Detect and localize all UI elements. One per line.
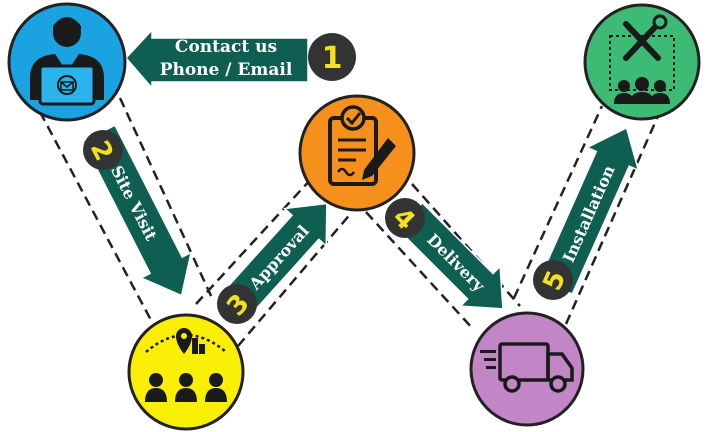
step-4-badge <box>385 198 425 238</box>
step-4-node <box>469 311 585 427</box>
dashed-tracks <box>38 97 660 347</box>
step-1-badge <box>308 33 356 81</box>
step-1-number: 1 <box>322 41 343 76</box>
step-3-node <box>298 94 416 212</box>
step-1-line1: Contact us <box>175 37 277 57</box>
tools-team-icon <box>609 14 675 104</box>
step-1-node <box>7 2 127 122</box>
customer-laptop-icon <box>30 17 104 106</box>
step-1-arrow: Contact us Phone / Email 1 <box>124 28 356 91</box>
clipboard-check-icon <box>328 105 396 186</box>
step-5-node <box>583 3 701 121</box>
step-5-badge <box>533 260 573 300</box>
step-1-line2: Phone / Email <box>160 60 293 80</box>
step-3-badge <box>217 284 257 324</box>
step-2-badge <box>83 130 123 170</box>
team-location-icon <box>145 328 227 402</box>
step-2-node <box>127 313 245 431</box>
delivery-truck-icon <box>480 342 574 393</box>
